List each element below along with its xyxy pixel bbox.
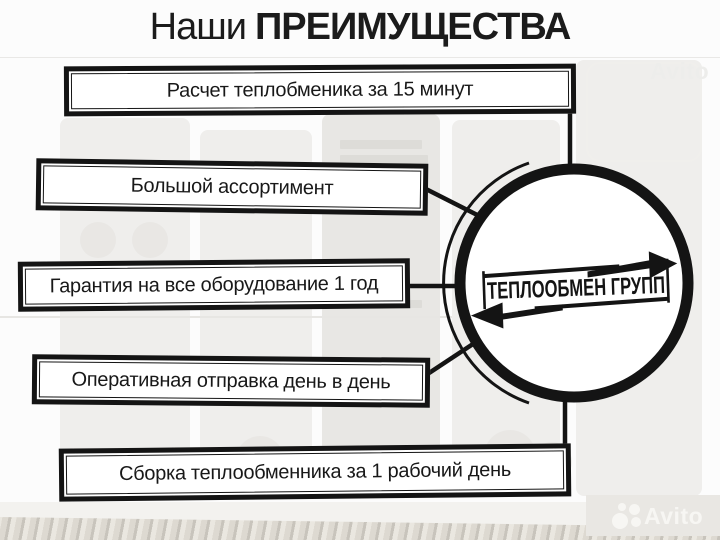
avito-watermark-top: Avito	[650, 58, 710, 84]
avito-logo-icon	[610, 501, 641, 531]
logo-echo-arc	[442, 161, 530, 405]
advantage-label: Сборка теплообменника за 1 рабочий день	[65, 450, 565, 495]
title-separator-line	[0, 57, 720, 58]
title-prefix: Наши	[149, 6, 247, 48]
advantage-box-3: Гарантия на все оборудование 1 год	[17, 258, 411, 312]
logo-left-cap	[482, 271, 487, 310]
heat-exchanger-corner	[586, 62, 702, 162]
advantage-label: Оперативная отправка день в день	[38, 361, 424, 401]
port-circle	[80, 222, 116, 258]
title-emphasis: ПРЕИМУЩЕСТВА	[254, 6, 571, 48]
logo-circle	[454, 163, 694, 403]
background-edge-line	[0, 316, 452, 318]
logo-company-text: ТЕПЛООБМЕН ГРУПП	[487, 272, 666, 305]
nameplate-label	[340, 140, 422, 149]
logo-top-line	[483, 264, 620, 279]
arrow-right-icon	[587, 251, 678, 279]
watermark-backdrop	[586, 495, 720, 536]
advantage-box-2: Большой ассортимент	[35, 158, 429, 216]
advantage-box-1: Расчет теплобменика за 15 минут	[63, 63, 577, 117]
arrow-left-icon	[470, 302, 563, 329]
avito-watermark-bottom: Avito	[610, 501, 703, 531]
port-circle	[132, 222, 168, 258]
advantage-label: Большой ассортимент	[42, 165, 422, 209]
advantage-box-4: Оперативная отправка день в день	[31, 354, 431, 408]
advantage-label: Расчет теплобменика за 15 минут	[70, 70, 570, 110]
company-logo: ТЕПЛООБМЕН ГРУПП	[470, 251, 678, 329]
advantage-label: Гарантия на все оборудование 1 год	[24, 265, 404, 305]
avito-watermark-text: Avito	[644, 502, 704, 529]
advantage-box-5: Сборка теплообменника за 1 рабочий день	[58, 443, 572, 502]
